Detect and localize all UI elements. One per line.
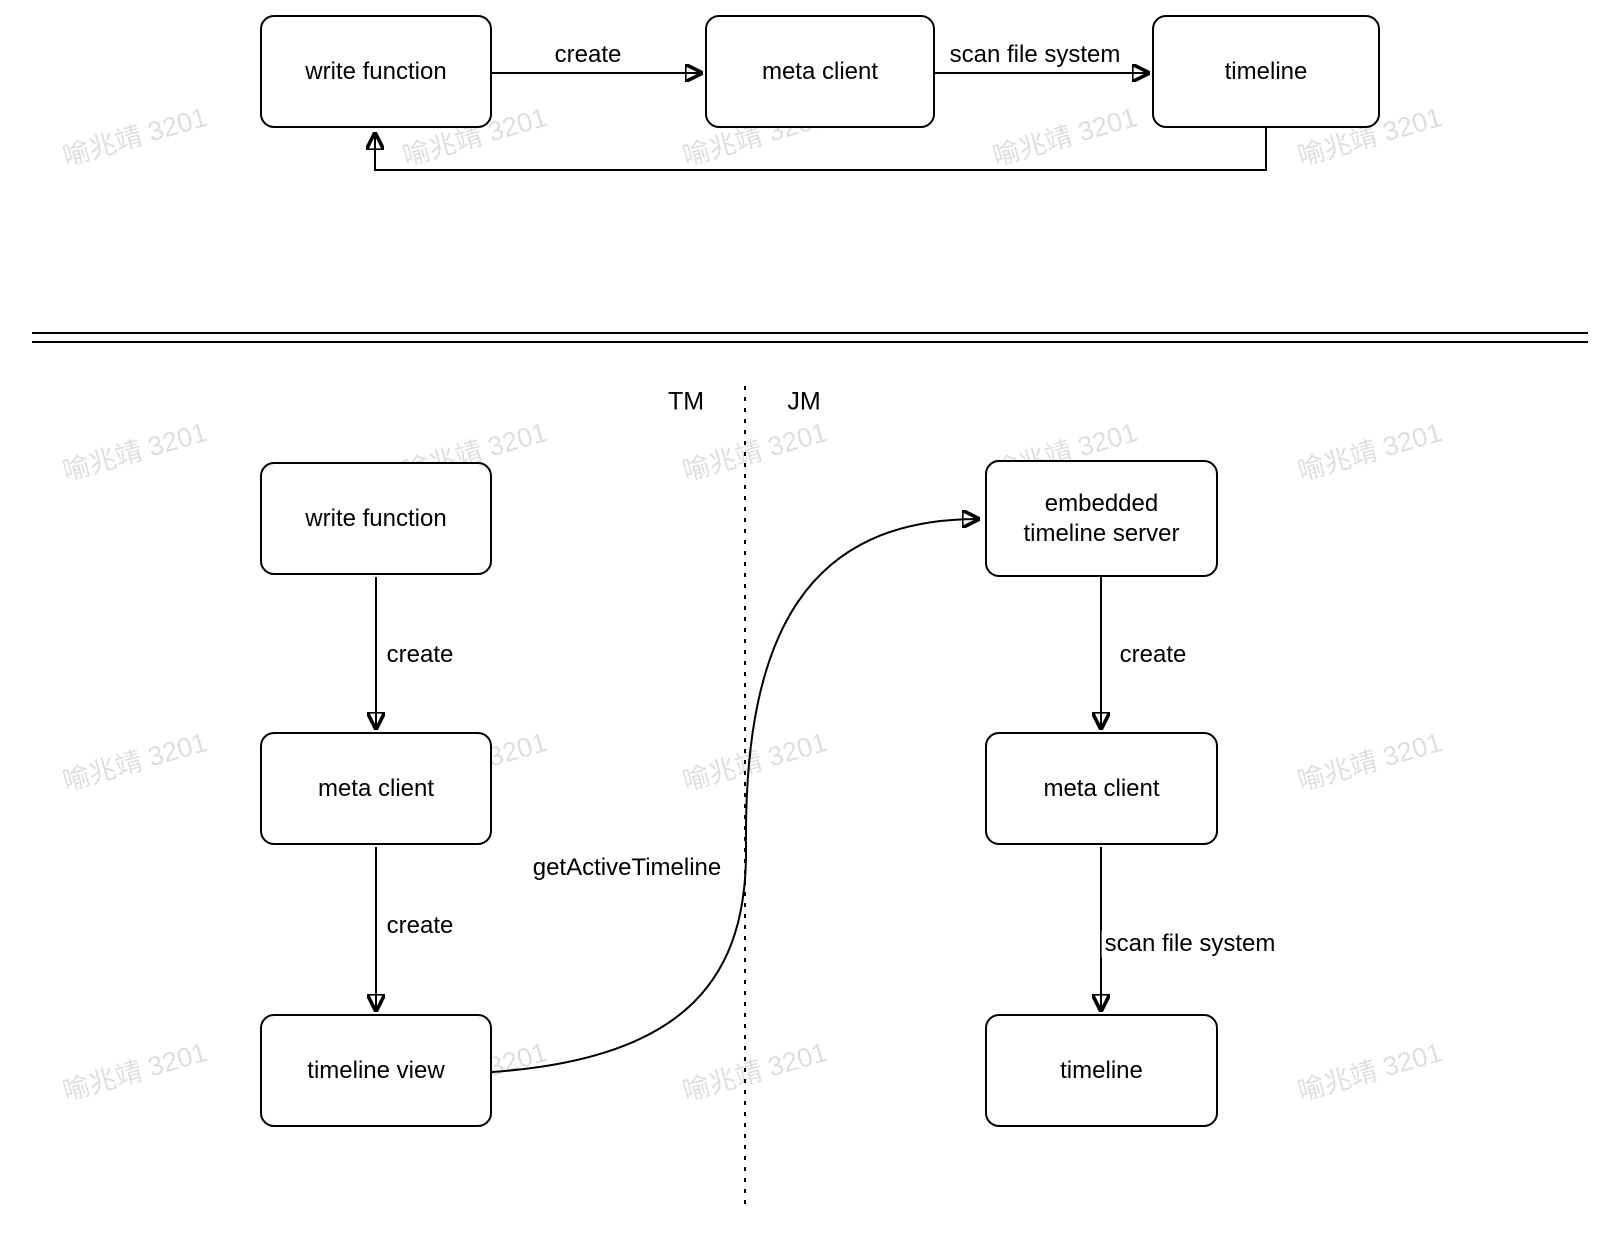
node-jm-embedded-timeline-server: embedded timeline server <box>985 460 1218 577</box>
region-label-jm: JM <box>783 387 825 417</box>
node-jm-meta-client: meta client <box>985 732 1218 845</box>
edge-label-jm-scan: scan file system <box>1101 930 1279 958</box>
node-tm-meta-client: meta client <box>260 732 492 845</box>
section-divider-double-line <box>32 332 1588 343</box>
edge-label-tm-create-1: create <box>383 641 457 669</box>
edge-label-tm-create-2: create <box>383 912 457 940</box>
edge-label-jm-create: create <box>1116 641 1190 669</box>
node-tm-timeline-view: timeline view <box>260 1014 492 1127</box>
node-top-meta-client: meta client <box>705 15 935 128</box>
edge-label-get-active-timeline: getActiveTimeline <box>529 854 725 882</box>
node-jm-timeline: timeline <box>985 1014 1218 1127</box>
edge-get-active-timeline <box>491 519 978 1073</box>
edge-label-top-scan: scan file system <box>946 41 1124 69</box>
region-label-tm: TM <box>663 387 709 417</box>
edge-label-top-create: create <box>551 41 625 69</box>
edge-top-return <box>375 128 1267 171</box>
node-top-write-function: write function <box>260 15 492 128</box>
node-top-timeline: timeline <box>1152 15 1380 128</box>
node-tm-write-function: write function <box>260 462 492 575</box>
